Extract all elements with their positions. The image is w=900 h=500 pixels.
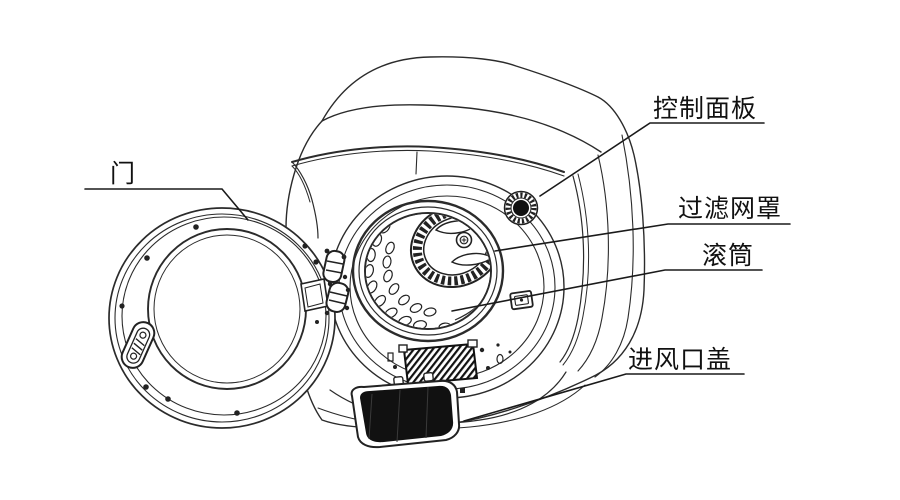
label-door: 门: [110, 160, 136, 188]
door-hinge-top: [318, 248, 348, 284]
leader-door: [84, 188, 249, 221]
label-air-inlet: 进风口盖: [628, 346, 732, 374]
filter-hub: [455, 231, 473, 249]
label-control-panel: 控制面板: [653, 95, 757, 123]
part-labels: 门 控制面板 过滤网罩 滚筒 进风口盖: [110, 95, 782, 374]
air-inlet-cover-part: [350, 371, 461, 449]
door-part: [108, 207, 336, 429]
door-hinge-bottom: [315, 281, 351, 324]
door-hinges: [300, 248, 351, 324]
label-filter-cover: 过滤网罩: [678, 195, 782, 223]
drum-opening: [351, 199, 505, 343]
drum-interior: [366, 214, 490, 328]
door-rim-screws: [119, 224, 319, 416]
label-drum: 滚筒: [702, 242, 754, 270]
leader-control-panel: [539, 122, 765, 197]
front-panel-button: [509, 290, 534, 311]
leader-lines: [84, 122, 791, 422]
door-latch: [120, 321, 156, 369]
leader-drum: [451, 269, 763, 312]
control-knob: [503, 190, 539, 226]
vent-grille: [387, 339, 512, 393]
leader-filter-cover: [494, 223, 791, 252]
leader-air-inlet: [463, 373, 745, 422]
